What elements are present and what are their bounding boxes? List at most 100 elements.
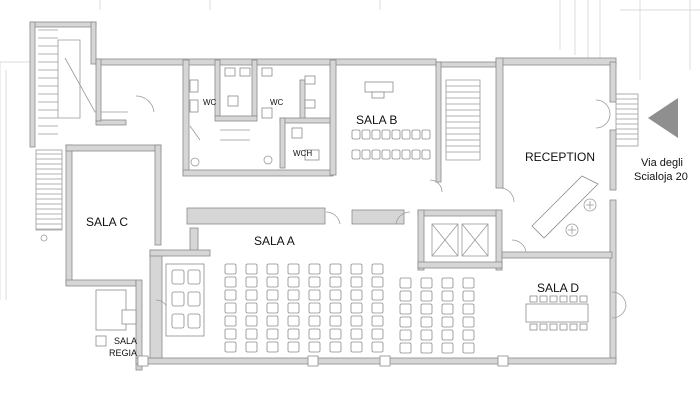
chair (462, 303, 475, 315)
chair (371, 302, 384, 314)
sala-c-label: SALA C (86, 215, 128, 229)
sala-regia-console (95, 263, 205, 337)
chair (579, 295, 588, 303)
sala-b-label: SALA B (356, 113, 397, 127)
chair (371, 276, 384, 288)
chair (224, 328, 237, 340)
chair (391, 129, 401, 140)
reception-desk (531, 175, 599, 239)
chair (361, 149, 371, 160)
chair (245, 276, 258, 288)
chair (266, 289, 279, 301)
context-lines (0, 0, 700, 300)
chair (266, 276, 279, 288)
chair (287, 341, 300, 353)
chair (351, 149, 361, 160)
chair (529, 323, 538, 331)
chair (539, 323, 548, 331)
chair (529, 295, 538, 303)
address-line2: Scialoja 20 (634, 171, 688, 183)
chair (420, 290, 433, 302)
columns (95, 335, 509, 367)
chair (549, 323, 558, 331)
chair (287, 276, 300, 288)
chair (401, 129, 411, 140)
chair (266, 302, 279, 314)
chair (399, 303, 412, 315)
chair (399, 290, 412, 302)
chair (420, 303, 433, 315)
chair (559, 295, 568, 303)
chair (462, 329, 475, 341)
chair (421, 149, 431, 160)
wch-label: WCH (293, 149, 312, 158)
chair (350, 289, 363, 301)
wc-left-label: WC (203, 98, 217, 107)
chair (462, 277, 475, 289)
chair (371, 129, 381, 140)
chair (245, 289, 258, 301)
chair (187, 313, 201, 329)
chair (420, 342, 433, 354)
chair (371, 149, 381, 160)
chair (441, 290, 454, 302)
chair (391, 149, 401, 160)
chair (399, 329, 412, 341)
exterior-walls (65, 57, 617, 371)
staircase-left-lower (35, 149, 63, 242)
chair (245, 263, 258, 275)
chair (399, 277, 412, 289)
chair (245, 328, 258, 340)
chair (308, 276, 321, 288)
chair (549, 295, 558, 303)
chair (381, 129, 391, 140)
chair (399, 342, 412, 354)
chair (329, 302, 342, 314)
chair (441, 329, 454, 341)
chair (579, 323, 588, 331)
doors (135, 95, 627, 319)
chair (441, 277, 454, 289)
chair (287, 263, 300, 275)
sala-d-table (525, 295, 589, 331)
sala-regia-label-line2: REGIA (109, 348, 137, 358)
chair (420, 329, 433, 341)
chair (441, 303, 454, 315)
chair (350, 276, 363, 288)
chair (329, 341, 342, 353)
chair (399, 316, 412, 328)
chair (308, 302, 321, 314)
chair (371, 289, 384, 301)
staircase-top-left (29, 21, 128, 148)
chair (245, 341, 258, 353)
chair (187, 269, 201, 285)
chair (224, 341, 237, 353)
chair (266, 315, 279, 327)
sala-a-label: SALA A (254, 234, 295, 248)
chair (371, 263, 384, 275)
chair (224, 276, 237, 288)
chair (187, 291, 201, 307)
chair (559, 323, 568, 331)
chair (329, 263, 342, 275)
sala-regia-label-line1: SALA (114, 336, 137, 346)
chair (329, 276, 342, 288)
chair (287, 328, 300, 340)
chair (411, 129, 421, 140)
sala-b-furniture (351, 81, 431, 160)
chair (308, 315, 321, 327)
chair (308, 289, 321, 301)
chair (411, 149, 421, 160)
chair (539, 295, 548, 303)
chair (224, 315, 237, 327)
chair (224, 289, 237, 301)
chair (371, 328, 384, 340)
chair (224, 263, 237, 275)
chair (381, 149, 391, 160)
chair (266, 328, 279, 340)
interior-walls (149, 59, 613, 271)
address-line1: Via degli (641, 157, 683, 169)
chair (287, 289, 300, 301)
chair (308, 328, 321, 340)
chair (401, 149, 411, 160)
